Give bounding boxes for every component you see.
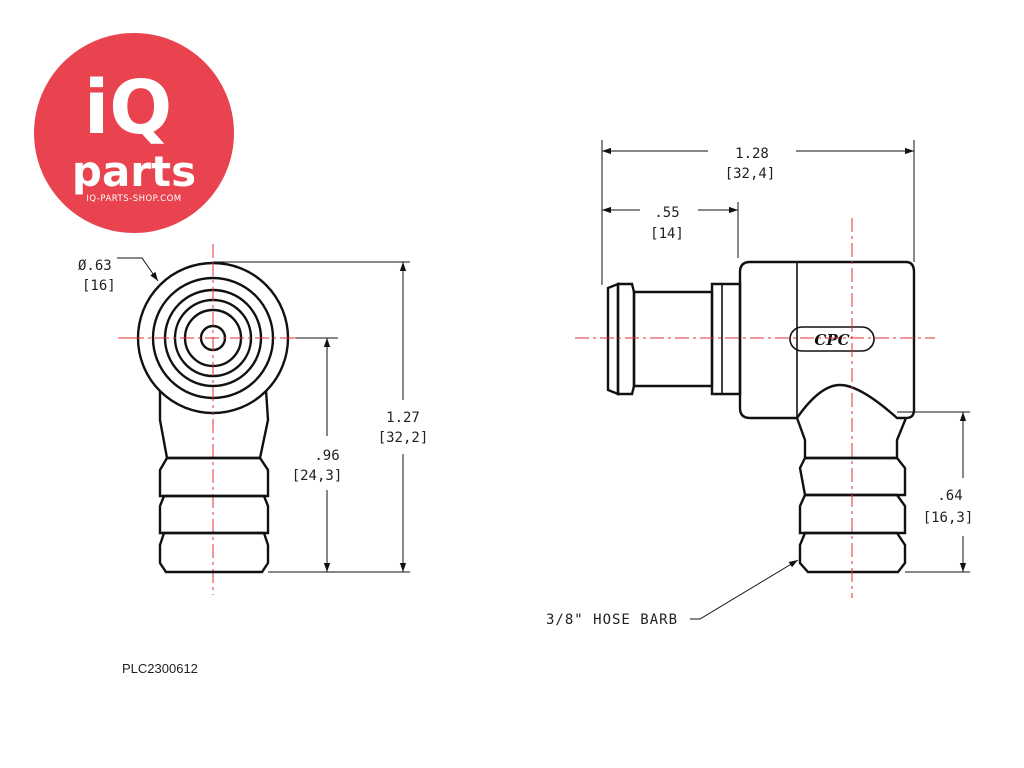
hose-barb-callout: 3/8" HOSE BARB bbox=[546, 612, 678, 628]
side-length-insert-mm-label: [14] bbox=[650, 226, 684, 242]
side-insert-tip bbox=[606, 282, 620, 396]
front-height-total-label: 1.27 bbox=[386, 410, 420, 426]
side-length-total-label: 1.28 bbox=[735, 146, 769, 162]
side-dimensions bbox=[601, 140, 970, 620]
front-diameter-label: Ø.63 bbox=[78, 258, 112, 274]
side-insert-collar bbox=[710, 282, 742, 396]
front-view bbox=[118, 244, 318, 595]
side-height-barb-mm-label: [16,3] bbox=[923, 510, 974, 526]
logo-brand-main: iQ bbox=[84, 65, 172, 151]
front-diameter-mm-label: [16] bbox=[82, 278, 116, 294]
side-length-insert-label: .55 bbox=[654, 205, 679, 221]
front-barb-3 bbox=[158, 531, 270, 574]
front-height-center-mm-label: [24,3] bbox=[292, 468, 343, 484]
side-centerlines bbox=[575, 218, 935, 598]
side-height-barb-label: .64 bbox=[937, 488, 962, 504]
front-dimensions bbox=[117, 257, 410, 573]
logo-circle bbox=[34, 33, 234, 233]
side-barb-2 bbox=[798, 493, 907, 535]
front-height-center-label: .96 bbox=[314, 448, 339, 464]
side-cpc-marking: CPC bbox=[814, 331, 849, 349]
logo-website: IQ-PARTS-SHOP.COM bbox=[86, 194, 181, 204]
side-length-total-mm-label: [32,4] bbox=[725, 166, 776, 182]
side-barb-1 bbox=[798, 456, 907, 497]
part-number: PLC2300612 bbox=[122, 661, 198, 676]
front-centerlines-overlay bbox=[130, 262, 296, 414]
side-insert-oring bbox=[616, 282, 636, 396]
logo-brand-sub: parts bbox=[72, 147, 196, 196]
front-barb-2 bbox=[158, 494, 270, 535]
iq-parts-logo: iQ parts IQ-PARTS-SHOP.COM bbox=[34, 33, 234, 233]
side-view bbox=[606, 260, 916, 574]
side-main-body bbox=[738, 260, 916, 420]
side-insert-shaft bbox=[632, 290, 714, 388]
side-barb-3 bbox=[798, 531, 907, 574]
front-barb-1 bbox=[158, 456, 270, 498]
front-height-total-mm-label: [32,2] bbox=[378, 430, 429, 446]
side-cpc-badge bbox=[789, 326, 875, 352]
